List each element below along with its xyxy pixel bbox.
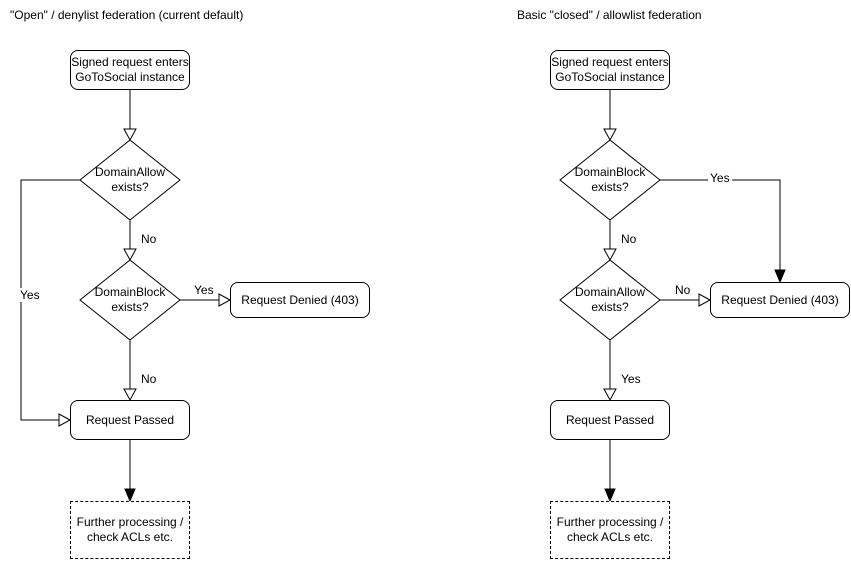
left-edge-start-to-allow <box>123 90 137 142</box>
right-passed-node: Request Passed <box>550 400 670 440</box>
left-edge-passed-to-further <box>124 440 136 503</box>
right-edge-allow-no <box>660 293 712 307</box>
right-further-node: Further processing / check ACLs etc. <box>550 501 670 559</box>
right-decision-block-shape <box>559 139 661 221</box>
right-edge-block-no <box>603 220 617 262</box>
left-passed-node: Request Passed <box>70 400 190 440</box>
left-further-node: Further processing / check ACLs etc. <box>70 501 190 559</box>
left-decision-allow-shape <box>79 139 181 221</box>
right-start-line2: GoToSocial instance <box>555 70 665 84</box>
right-decision-block-label: DomainBlock exists? <box>574 165 646 194</box>
right-denied-node: Request Denied (403) <box>710 282 850 318</box>
left-label-block-yes: Yes <box>192 283 216 297</box>
left-start-node: Signed request enters GoToSocial instanc… <box>70 50 190 90</box>
left-decision-allow-label: DomainAllow exists? <box>94 165 166 194</box>
right-edge-allow-yes <box>603 340 617 402</box>
left-chart-title: "Open" / denylist federation (current de… <box>10 8 244 22</box>
right-start-line1: Signed request enters <box>551 55 669 69</box>
right-chart-title: Basic "closed" / allowlist federation <box>517 8 702 22</box>
left-edge-allow-no <box>123 220 137 262</box>
left-decision-block-shape <box>79 259 181 341</box>
right-label-block-no: No <box>619 232 639 246</box>
right-edge-start-to-block <box>603 90 617 142</box>
left-decision-block-label: DomainBlock exists? <box>94 285 166 314</box>
right-start-node: Signed request enters GoToSocial instanc… <box>550 50 670 90</box>
left-edge-block-yes <box>180 293 232 307</box>
left-label-allow-yes: Yes <box>18 288 42 302</box>
left-edge-block-no <box>123 340 137 402</box>
right-decision-allow-shape <box>559 259 661 341</box>
right-edge-passed-to-further <box>604 440 616 503</box>
left-denied-node: Request Denied (403) <box>230 282 370 318</box>
left-label-allow-no: No <box>139 232 159 246</box>
left-start-line2: GoToSocial instance <box>75 70 185 84</box>
right-decision-allow-label: DomainAllow exists? <box>574 285 646 314</box>
left-label-block-no: No <box>139 372 159 386</box>
right-edge-block-yes <box>660 179 786 284</box>
right-label-allow-no: No <box>673 283 693 297</box>
left-edge-allow-yes-loop <box>20 179 80 427</box>
right-label-block-yes: Yes <box>708 171 732 185</box>
right-label-allow-yes: Yes <box>619 372 643 386</box>
left-start-line1: Signed request enters <box>71 55 189 69</box>
